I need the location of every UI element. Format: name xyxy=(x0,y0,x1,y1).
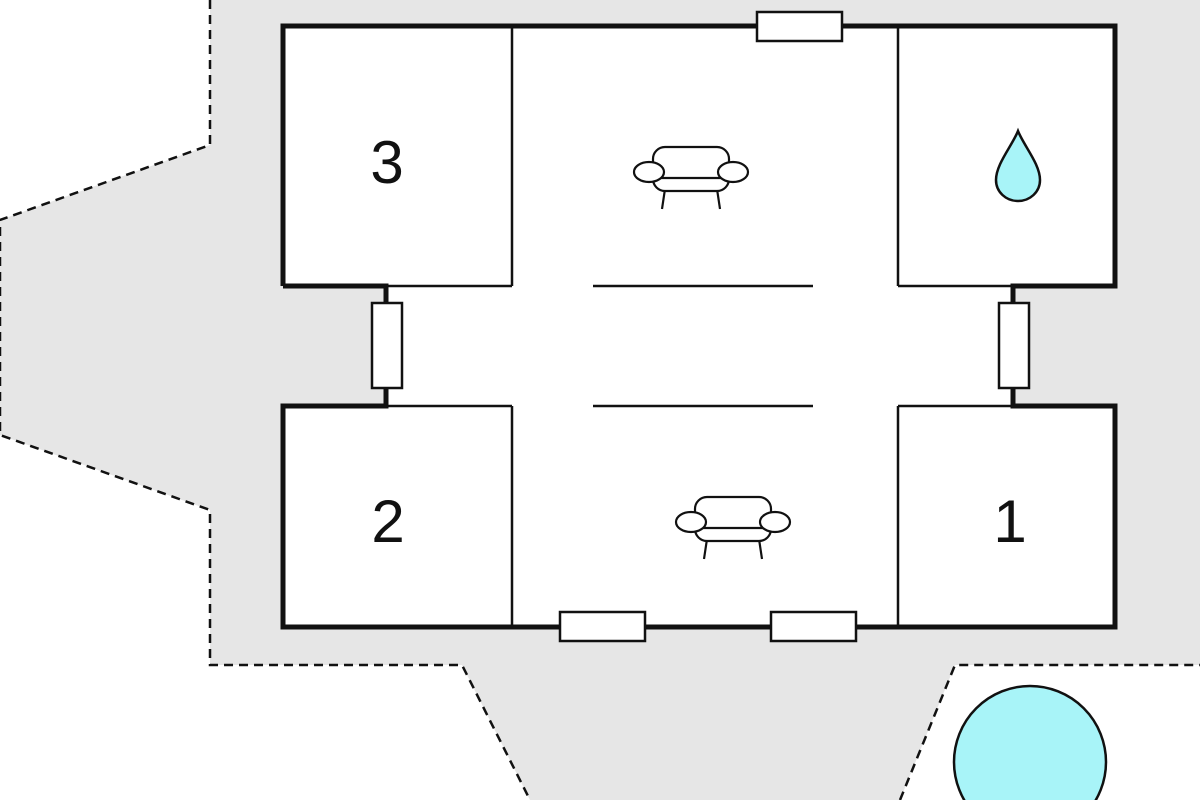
window-top xyxy=(755,10,844,43)
room-label-2: 2 xyxy=(371,488,404,555)
water-drop-icon xyxy=(994,127,1042,203)
interior-walls xyxy=(386,26,1013,627)
window-right xyxy=(997,301,1031,390)
room-label-1: 1 xyxy=(993,488,1026,555)
room-label-3: 3 xyxy=(370,129,403,196)
window-bottom-right xyxy=(769,610,858,643)
windows xyxy=(370,10,1031,643)
house-floor xyxy=(283,26,1115,627)
window-bottom-left xyxy=(558,610,647,643)
armchair-icon xyxy=(632,145,750,210)
window-left xyxy=(370,301,404,390)
armchair-icon xyxy=(674,495,792,560)
pool-icon xyxy=(952,684,1108,800)
